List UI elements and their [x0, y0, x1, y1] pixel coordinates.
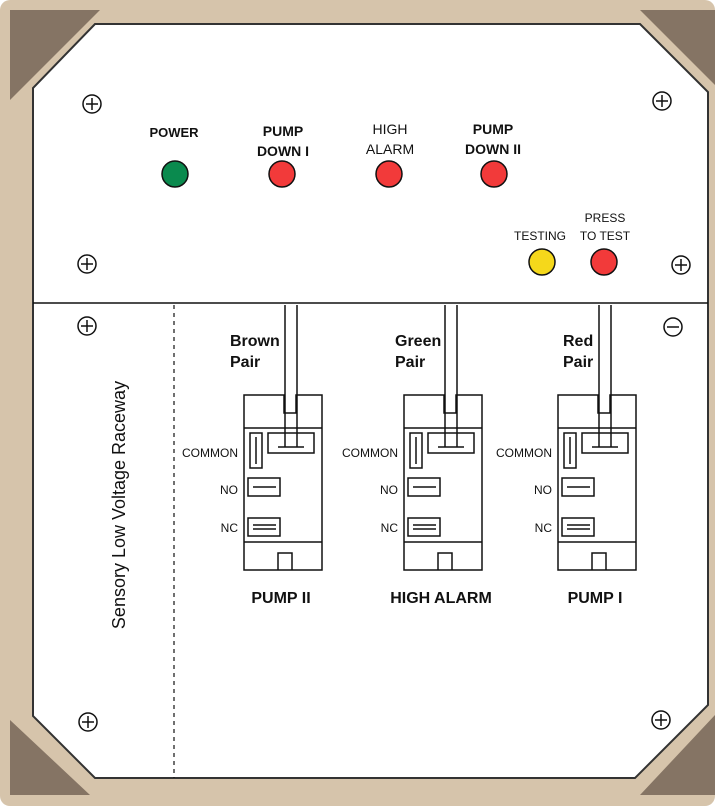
relay-name: PUMP I	[568, 590, 623, 607]
wire-pair-label-line1: Green	[395, 333, 441, 350]
plus-screw-icon	[651, 710, 671, 730]
corner-bracket-bl	[10, 720, 90, 795]
corner-bracket-br	[640, 715, 715, 795]
corner-bracket-tl	[10, 10, 100, 100]
nc-terminal	[407, 517, 441, 537]
high-alarm-led	[375, 160, 403, 188]
common-connector	[267, 432, 315, 454]
plus-screw-icon	[77, 316, 97, 336]
pump-down-1-label-line1: PUMP	[263, 123, 303, 139]
relay-body	[243, 394, 323, 571]
press-to-test-label-line1: PRESS	[585, 211, 626, 225]
relay-slot	[437, 552, 453, 570]
relay-name: PUMP II	[251, 590, 310, 607]
plus-screw-icon	[77, 254, 97, 274]
minus-screw-icon	[663, 317, 683, 337]
no-terminal	[561, 477, 595, 497]
common-connector	[581, 432, 629, 454]
corner-bracket-tr	[640, 10, 715, 85]
plus-screw-icon	[671, 255, 691, 275]
no-terminal	[247, 477, 281, 497]
power-led	[161, 160, 189, 188]
plus-screw-icon	[652, 91, 672, 111]
wire-pair-label-line1: Brown	[230, 333, 280, 350]
pump-down-2-led	[480, 160, 508, 188]
high-alarm-label-line2: ALARM	[366, 141, 414, 157]
common-label: COMMON	[496, 446, 552, 460]
power-label: POWER	[149, 125, 199, 140]
common-label: COMMON	[342, 446, 398, 460]
plus-screw-icon	[78, 712, 98, 732]
pump-down-2-label-line1: PUMP	[473, 121, 513, 137]
common-terminal	[249, 432, 263, 469]
wire-pair-label-line2: Pair	[230, 354, 260, 371]
nc-label: NC	[535, 521, 553, 535]
relay-slot	[277, 552, 293, 570]
common-label: COMMON	[182, 446, 238, 460]
relay-name: HIGH ALARM	[390, 590, 492, 607]
nc-terminal	[247, 517, 281, 537]
no-label: NO	[534, 483, 552, 497]
no-terminal	[407, 477, 441, 497]
relay-body	[557, 394, 637, 571]
common-terminal	[409, 432, 423, 469]
no-label: NO	[220, 483, 238, 497]
relay-body	[403, 394, 483, 571]
wire-pair-label-line2: Pair	[395, 354, 425, 371]
wire-pair-label-line1: Red	[563, 333, 593, 350]
high-alarm-label-line1: HIGH	[373, 121, 408, 137]
plus-screw-icon	[82, 94, 102, 114]
wire-pair-label-line2: Pair	[563, 354, 593, 371]
nc-label: NC	[221, 521, 239, 535]
testing-led	[528, 248, 556, 276]
common-connector	[427, 432, 475, 454]
testing-label: TESTING	[514, 229, 566, 243]
common-terminal	[563, 432, 577, 469]
pump-down-1-led	[268, 160, 296, 188]
nc-terminal	[561, 517, 595, 537]
no-label: NO	[380, 483, 398, 497]
panel-face	[32, 23, 709, 779]
nc-label: NC	[381, 521, 399, 535]
press-to-test-label-line2: TO TEST	[580, 229, 631, 243]
press-to-test-button[interactable]	[590, 248, 618, 276]
relay-slot	[591, 552, 607, 570]
raceway-label: Sensory Low Voltage Raceway	[109, 381, 129, 629]
pump-down-2-label-line2: DOWN II	[465, 141, 521, 157]
pump-down-1-label-line2: DOWN I	[257, 143, 309, 159]
